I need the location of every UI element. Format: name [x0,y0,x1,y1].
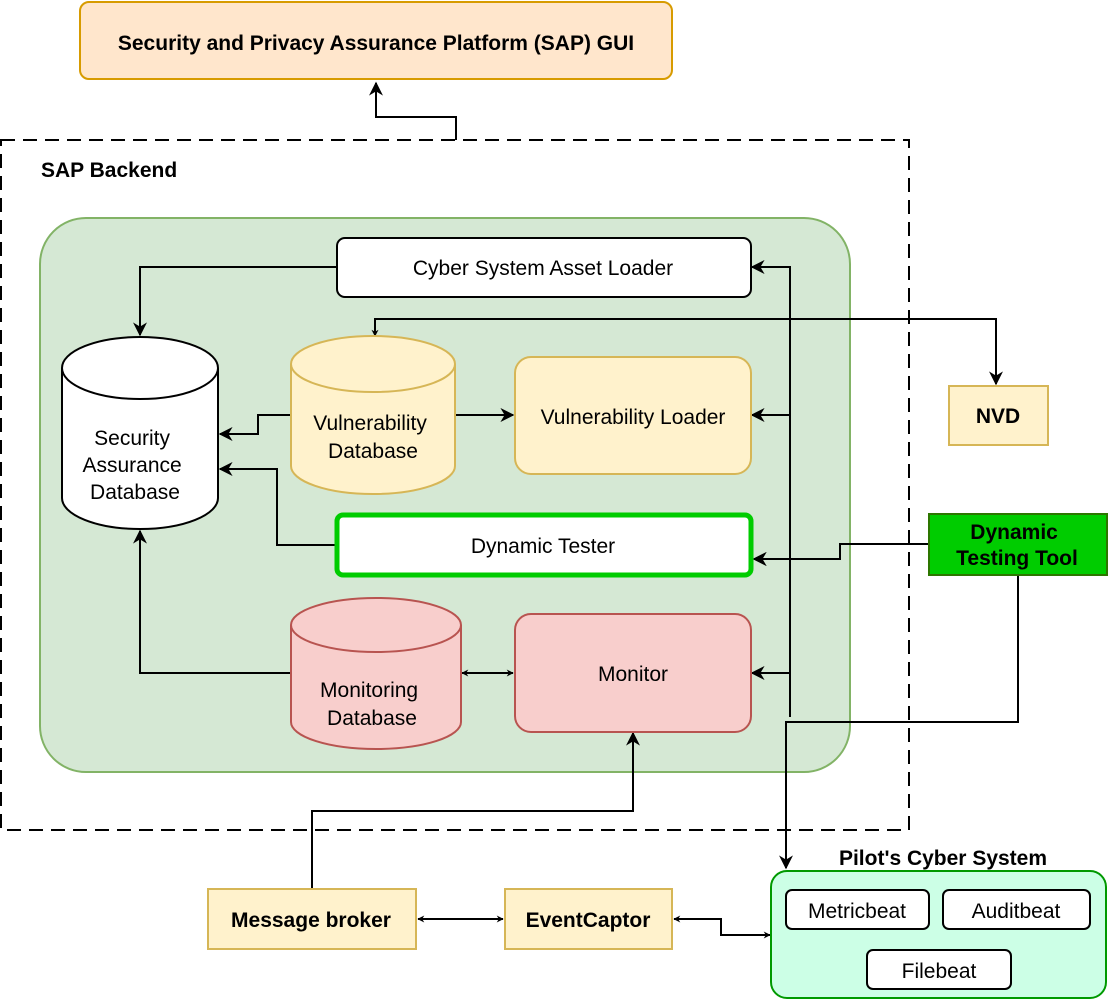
eventcaptor-label: EventCaptor [526,909,651,932]
security-db-label: Security Assurance Database [82,427,187,504]
security-db-top [61,336,219,400]
sap-gui-label: Security and Privacy Assurance Platform … [118,32,634,55]
auditbeat-box [942,889,1091,930]
monitor-box [514,613,752,733]
sap-backend-label: SAP Backend [41,159,177,182]
vulnerability-db-top [290,335,456,393]
edge-eventcaptor-pilot [673,915,771,939]
message-broker-label: Message broker [231,909,391,932]
dynamic-testing-tool-box [928,513,1108,576]
edge-backend-to-gui [369,81,457,140]
dynamic-testing-tool-label: Dynamic Testing Tool [956,521,1078,570]
monitoring-db-node: Monitoring Database [290,597,462,750]
nvd-label: NVD [976,405,1020,428]
edge-testing-tool-to-dynamic-tester [752,543,929,566]
vulnerability-loader-node: Vulnerability Loader [514,356,752,475]
edge-bus-to-asset-loader [750,260,791,717]
eventcaptor-box [504,888,673,950]
monitoring-db-top [290,597,462,653]
security-assurance-db-node: Security Assurance Database [61,336,219,530]
security-db-body [61,368,219,530]
edge-dynamic-tester-to-security-db [218,462,337,546]
asset-loader-label: Cyber System Asset Loader [413,257,673,280]
vulnerability-loader-label: Vulnerability Loader [541,406,726,429]
metricbeat-box [785,889,930,930]
auditbeat-label: Auditbeat [972,900,1061,923]
filebeat-label: Filebeat [902,960,977,983]
monitoring-db-label: Monitoring Database [320,679,424,730]
asset-loader-node: Cyber System Asset Loader [336,237,752,298]
vulnerability-db-node: Vulnerability Database [290,335,456,495]
dynamic-tester-label: Dynamic Tester [471,535,615,558]
dynamic-testing-tool-node: Dynamic Testing Tool [928,513,1108,576]
dynamic-tester-box [334,512,754,578]
dynamic-tester-node: Dynamic Tester [334,512,754,578]
filebeat-box [866,949,1012,990]
monitor-node: Monitor [514,613,752,733]
message-broker-node: Message broker [207,888,417,950]
eventcaptor-node: EventCaptor [504,888,673,950]
nvd-node: NVD [948,385,1049,446]
metricbeat-label: Metricbeat [808,900,906,923]
nvd-box [948,385,1049,446]
edge-monitoring-db-to-security-db [133,529,291,674]
sap-gui-box [79,1,673,80]
vulnerability-loader-box [514,356,752,475]
monitor-label: Monitor [598,663,668,686]
vulnerability-db-body [290,364,456,495]
pilot-cyber-system-node: Pilot's Cyber System Metricbeat Auditbea… [770,847,1107,999]
pilot-title: Pilot's Cyber System [839,847,1047,870]
edge-message-broker-to-monitor [311,731,640,889]
edge-testing-tool-to-pilot [779,575,1019,870]
vulnerability-db-label: Vulnerability Database [313,412,432,463]
asset-loader-box [336,237,752,298]
sap-gui-node: Security and Privacy Assurance Platform … [79,1,673,80]
edge-vulnerability-db-to-security-db [218,414,291,441]
edge-nvd-vulnerability-db [371,318,1003,386]
message-broker-box [207,888,417,950]
monitoring-db-body [290,625,462,750]
edge-asset-loader-to-security-db [133,266,336,337]
